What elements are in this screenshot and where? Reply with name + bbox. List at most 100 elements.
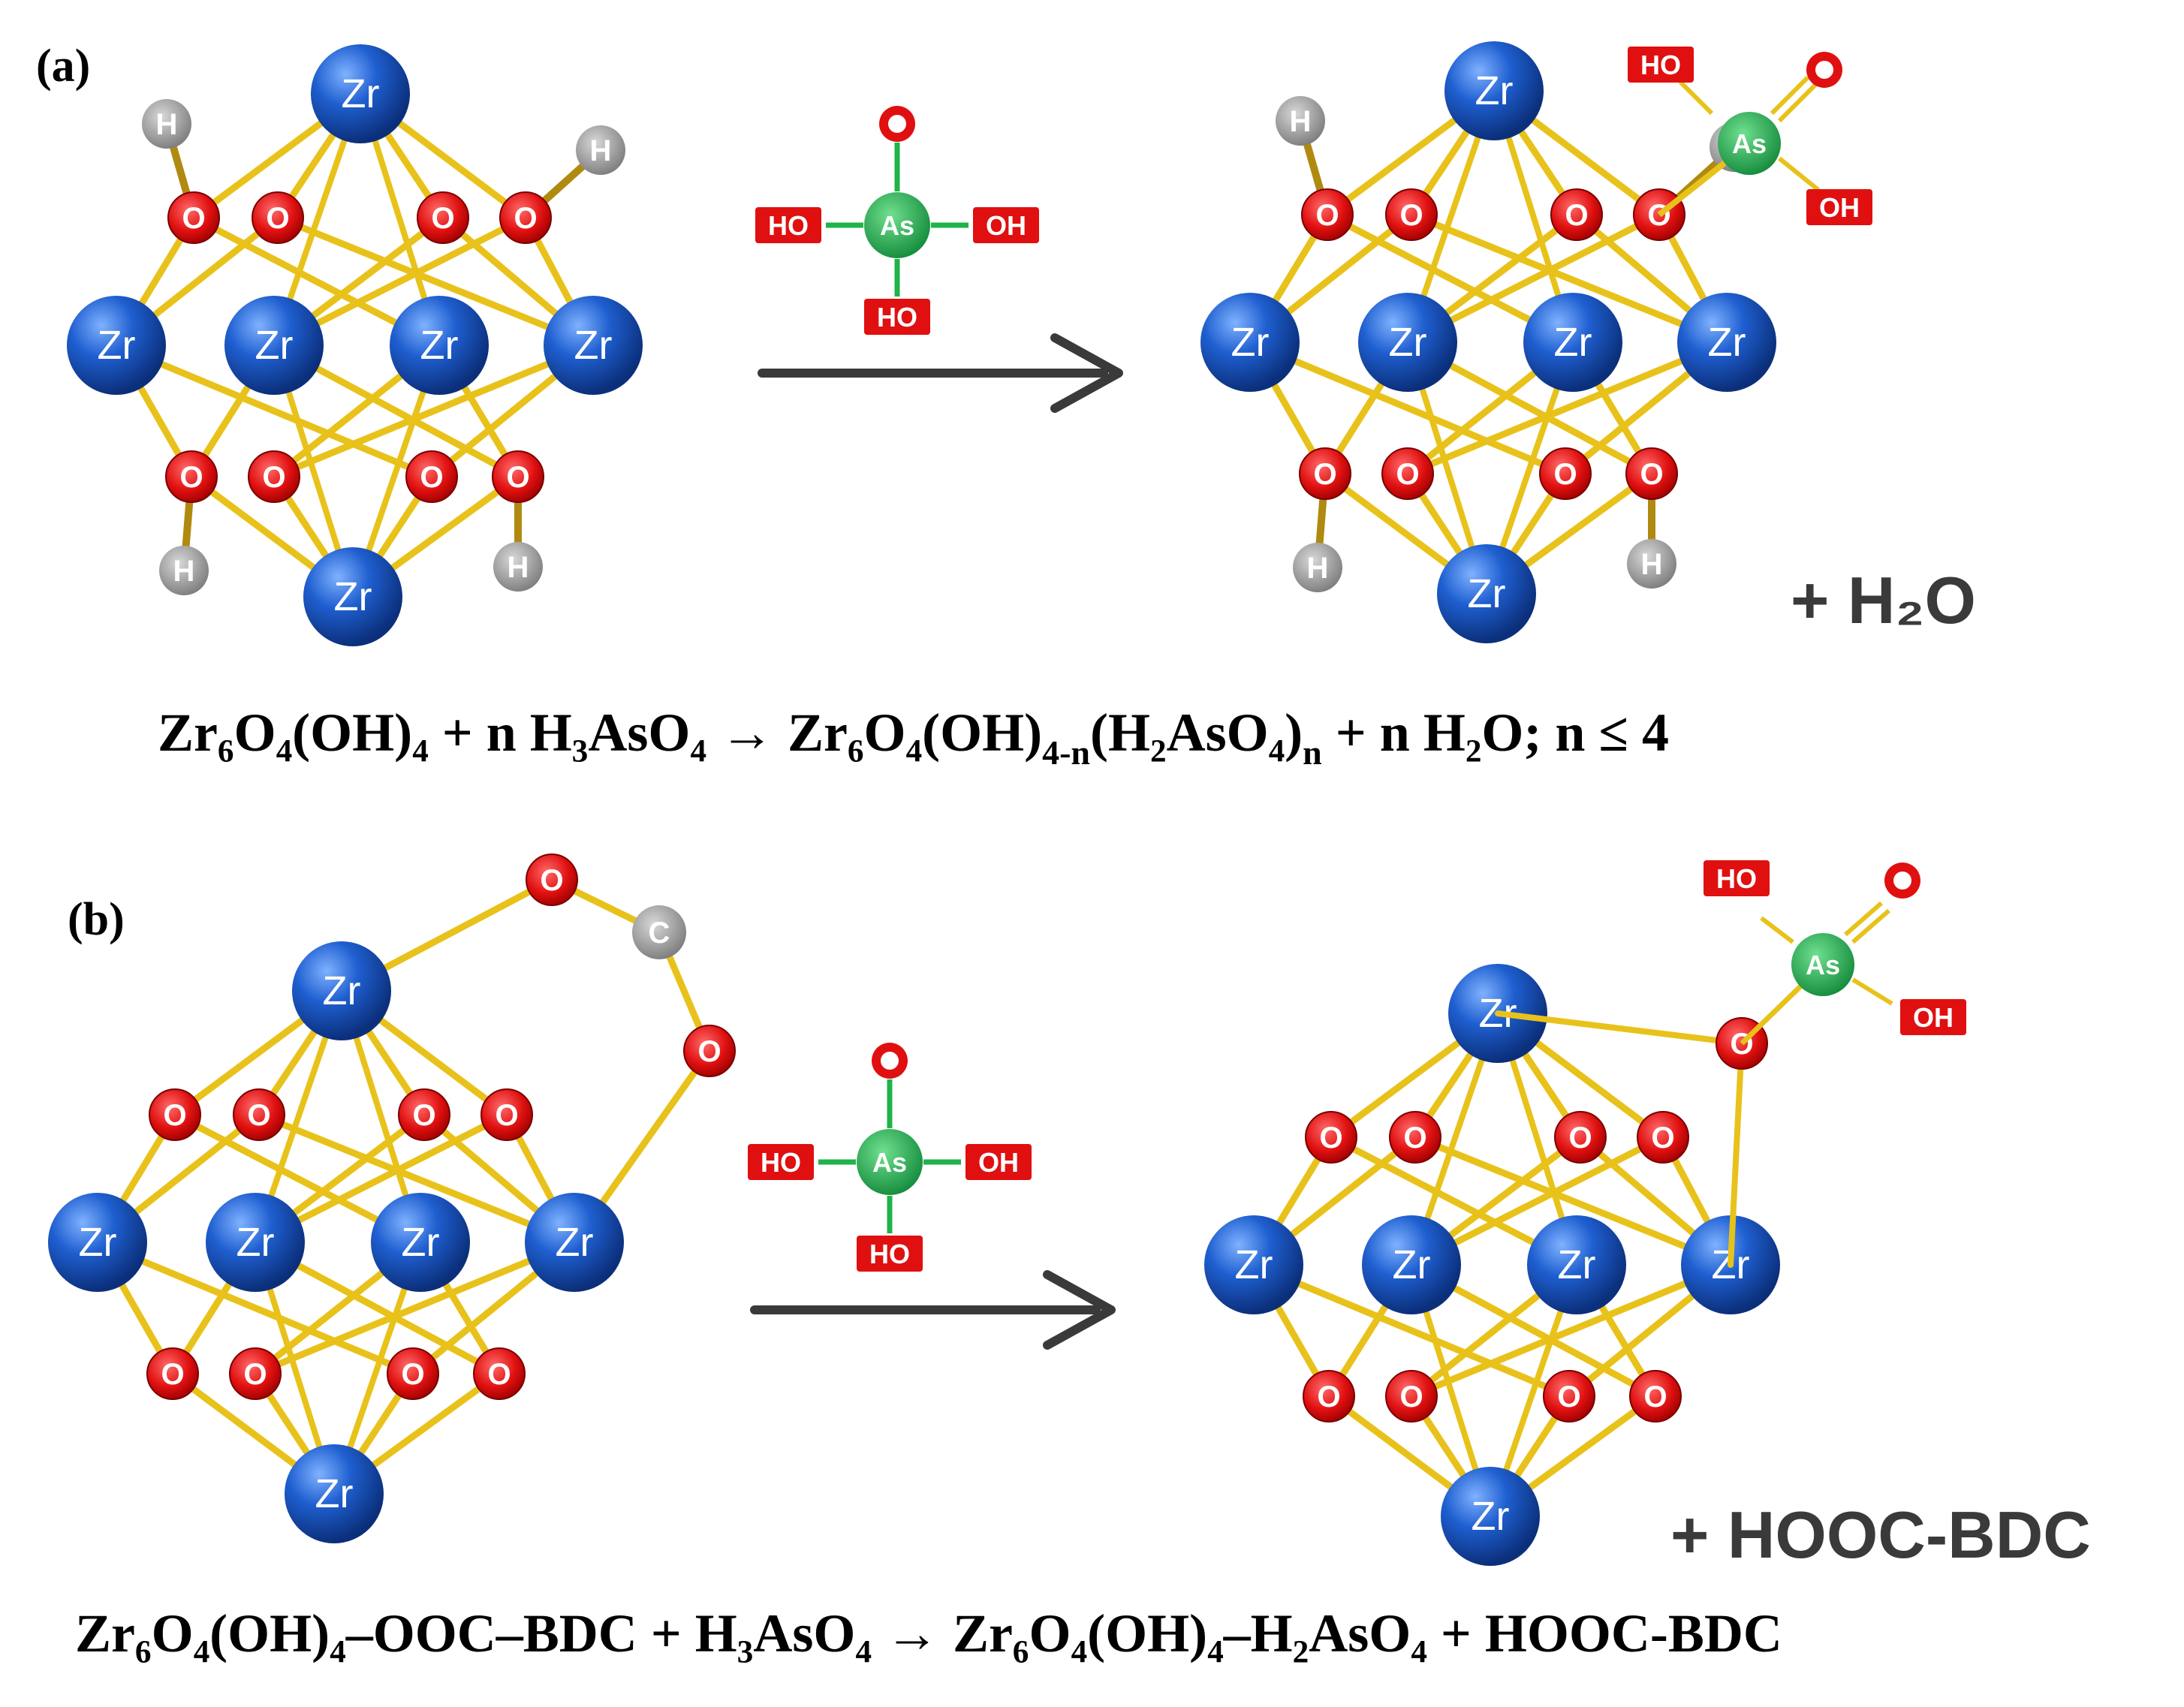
bond (1851, 977, 1893, 1006)
panel-b-eq-arrow: → (885, 1603, 939, 1663)
panel-b-reaction-arrow (750, 1270, 1116, 1350)
oxygen-atom: O (248, 450, 300, 503)
zr-label: Zr (402, 1220, 440, 1265)
zr-label: Zr (315, 1471, 354, 1516)
oxygen-label: O (1565, 199, 1588, 232)
panel-a-label: (a) (36, 41, 90, 92)
oxygen-atom: O (1389, 1111, 1441, 1164)
oxygen-atom: O (1303, 1370, 1355, 1422)
oxygen-label: O (1317, 1380, 1340, 1413)
zr-atom: Zr (1362, 1215, 1461, 1314)
oxygen-atom: O (526, 854, 578, 906)
hydrogen-atom: H (493, 542, 543, 592)
panel-a-equation: Zr₆O₄(OH)₄ + n H₃AsO₄ → Zr₆O₄(OH)4-n(H₂A… (158, 703, 1669, 772)
oxygen-label: O (161, 1358, 184, 1391)
oxygen-label: O (412, 1099, 435, 1132)
zr-atom: Zr (1441, 1467, 1540, 1566)
arsenic-label: As (1732, 128, 1767, 159)
bond (1250, 1261, 1573, 1400)
arsenic-atom: As (1791, 933, 1854, 996)
oxygen-label: O (182, 202, 205, 235)
hydrogen-label: H (1290, 105, 1312, 138)
zr-label: Zr (1475, 68, 1514, 113)
oh-group: OH (965, 1144, 1032, 1180)
panel-a-reaction-arrow (758, 333, 1123, 413)
panel-b-eq-lhs: Zr₆O₄(OH)₄–OOC–BDC + H₃AsO₄ (75, 1603, 885, 1663)
panel-a-byproduct: + H₂O (1791, 563, 1976, 637)
zr-label: Zr (574, 323, 613, 368)
oxygen-label: O (431, 202, 454, 235)
ho-group: HO (864, 299, 930, 335)
arsenic-atom: As (857, 1129, 923, 1195)
oxygen-atom: O (492, 450, 544, 503)
oxygen-atom: O (405, 450, 458, 503)
bond (1728, 1040, 1745, 1268)
oxygen-label: O (1399, 1380, 1423, 1413)
panel-a-eq-lhs: Zr₆O₄(OH)₄ + n H₃AsO₄ (158, 703, 720, 763)
ho-group: HO (857, 1236, 923, 1272)
bond (1408, 211, 1731, 346)
zr-label: Zr (1468, 571, 1506, 616)
arsenic-atom: As (864, 192, 930, 258)
oxygen-atom: O (146, 1347, 199, 1400)
zr-label: Zr (1393, 1242, 1431, 1287)
oh-group-text: OH (986, 210, 1026, 241)
oxygen-atom: O (499, 191, 552, 244)
ho-group: HO (748, 1144, 814, 1180)
bond (1851, 908, 1890, 944)
oxygen-label: O (1399, 199, 1423, 232)
panel-a-eq-rhs1: Zr₆O₄(OH) (774, 703, 1042, 763)
zr-label: Zr (1554, 320, 1592, 365)
zr-atom: Zr (1437, 544, 1536, 643)
zr-label: Zr (1389, 320, 1427, 365)
bond (1408, 1261, 1734, 1400)
oxygen-atom: O (1385, 188, 1438, 241)
oxygen-atom (872, 1043, 908, 1079)
bond (113, 342, 435, 480)
zr-label: Zr (236, 1220, 275, 1265)
oxygen-label: O (1640, 458, 1663, 491)
zr-atom: Zr (206, 1193, 305, 1292)
zr-label: Zr (420, 323, 459, 368)
oxygen-atom: O (1539, 447, 1592, 500)
oxygen-atom: O (1637, 1111, 1689, 1164)
oxygen-atom (1806, 52, 1842, 88)
bond (94, 1239, 417, 1377)
zr-label: Zr (1235, 1242, 1273, 1287)
oxygen-label: O (1396, 458, 1419, 491)
oxygen-label: O (495, 1099, 518, 1132)
zr-atom: Zr (544, 296, 643, 395)
arsenic-label: As (1806, 950, 1840, 980)
oxygen-atom: O (473, 1347, 526, 1400)
oxygen-label: O (1315, 199, 1339, 232)
hydrogen-label: H (1641, 548, 1663, 581)
oxygen-atom: O (1305, 1111, 1357, 1164)
zr-label: Zr (323, 968, 361, 1013)
bond (1495, 1010, 1745, 1046)
oxygen-atom: O (480, 1088, 533, 1141)
oxygen-label: O (1568, 1121, 1592, 1155)
oxygen-atom (1884, 863, 1920, 899)
bond (1844, 901, 1883, 937)
bond (1770, 75, 1810, 116)
oxygen-atom: O (398, 1088, 450, 1141)
zr-atom: Zr (67, 296, 166, 395)
zr-atom: Zr (390, 296, 489, 395)
zr-atom: Zr (1200, 293, 1300, 392)
oxygen-atom: O (167, 191, 220, 244)
oxygen-label: O (247, 1099, 270, 1132)
oxygen-atom: O (417, 191, 469, 244)
arsenic-label: As (880, 210, 914, 241)
oh-group-text: OH (978, 1147, 1019, 1178)
panel-a-eq-sub1: 4-n (1042, 733, 1090, 772)
oxygen-label: O (243, 1358, 267, 1391)
zr-atom: Zr (1204, 1215, 1303, 1314)
oxygen-label: O (1643, 1380, 1667, 1413)
ho-group: HO (1704, 860, 1770, 896)
